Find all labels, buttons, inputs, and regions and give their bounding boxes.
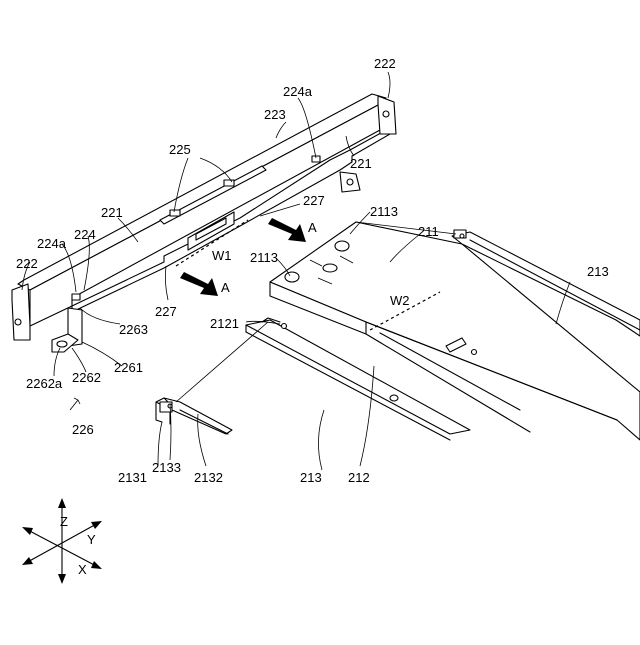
label-2132: 2132 [194,470,223,485]
label-222-left: 222 [16,256,38,271]
label-224a-left: 224a [37,236,67,251]
label-2263: 2263 [119,322,148,337]
label-227-top: 227 [303,193,325,208]
label-227-bottom: 227 [155,304,177,319]
label-213-right: 213 [587,264,609,279]
label-223: 223 [264,107,286,122]
label-224: 224 [74,227,96,242]
label-2113-left: 2113 [250,250,278,265]
label-2131: 2131 [118,470,147,485]
label-226: 226 [72,422,94,437]
label-2261: 2261 [114,360,143,375]
label-213-bottom: 213 [300,470,322,485]
label-2121: 2121 [210,316,239,331]
label-222-top: 222 [374,56,396,71]
label-2262a: 2262a [26,376,63,391]
label-a-bottom: A [221,280,230,295]
axis-y-label: Y [87,532,96,547]
axis-z-label: Z [60,514,68,529]
label-2133: 2133 [152,460,181,475]
label-2262: 2262 [72,370,101,385]
label-w1: W1 [212,248,232,263]
label-211: 211 [418,224,439,239]
arrow-a-bottom [180,272,218,296]
arrow-a-top [268,218,306,242]
bracket-226 [52,308,82,352]
label-224a-top: 224a [283,84,313,99]
label-221-right: 221 [350,156,372,171]
label-225: 225 [169,142,191,157]
axis-x-label: X [78,562,87,577]
label-212: 212 [348,470,370,485]
guide-rail-213-left [156,398,232,434]
label-221-left: 221 [101,205,123,220]
base-plate-211 [270,222,640,440]
label-w2: W2 [390,293,410,308]
label-a-top: A [308,220,317,235]
label-2113-top: 2113 [370,204,398,219]
